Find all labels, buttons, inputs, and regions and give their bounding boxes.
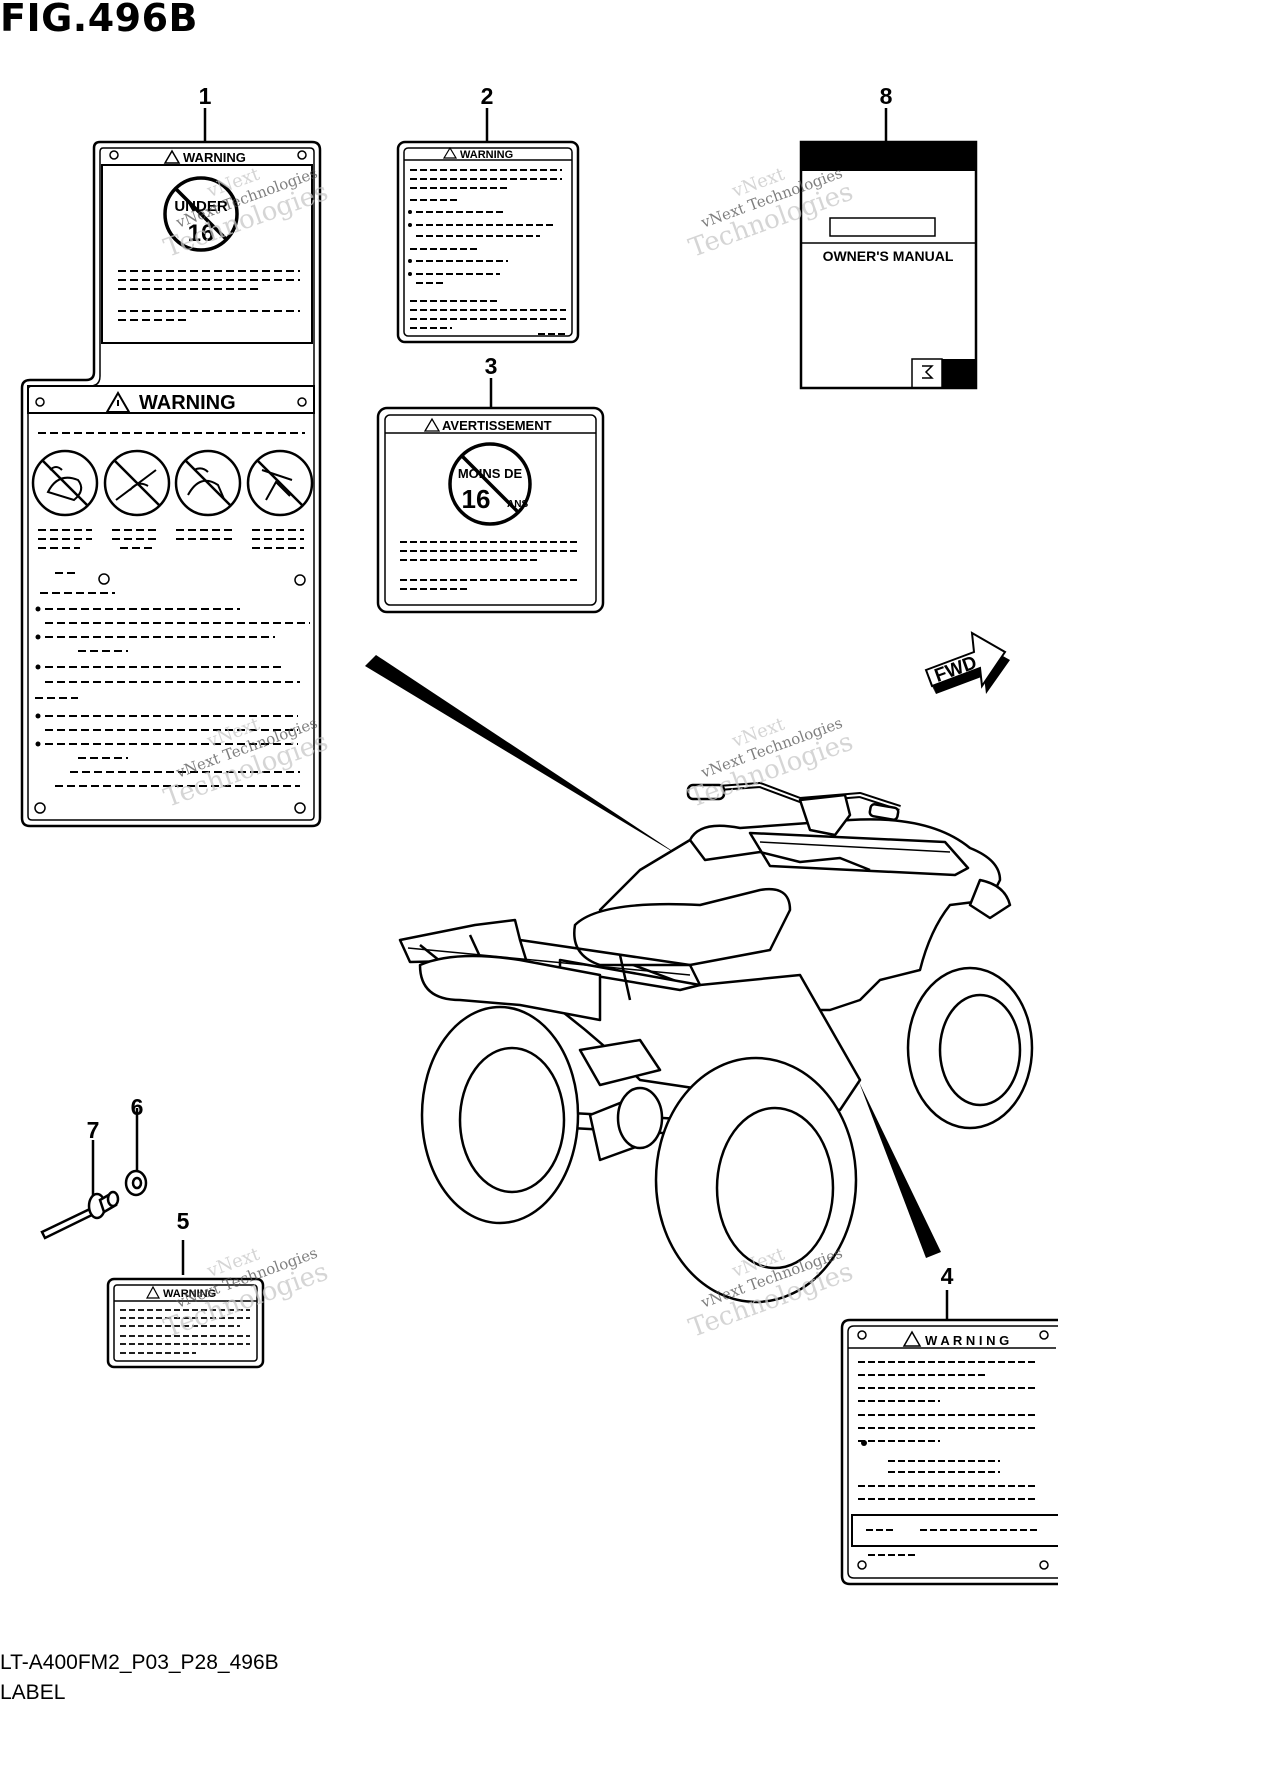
label-2-header: WARNING [460,149,513,161]
forward-arrow-icon: FWD [924,631,1010,694]
label-1-warning-decal: WARNING UNDER 16 WARNING [20,140,322,828]
callout-8: 8 [880,83,893,109]
label-4-placement-pointer [859,1082,941,1258]
part-6-washer [124,1169,148,1197]
figure-caption: LABEL [0,1681,66,1704]
callout-2: 2 [481,83,494,109]
callout-6: 6 [131,1094,144,1120]
atv-illustration [398,782,1034,1304]
label-5-warning-decal: WARNING [106,1277,265,1369]
label-1-badge-under: UNDER [174,198,228,215]
label-1-placement-pointer [365,655,683,858]
callout-4: 4 [941,1263,954,1289]
callout-7: 7 [87,1117,100,1143]
label-5-header: WARNING [163,1288,216,1300]
label-3-badge-moins: MOINS DE [458,466,523,481]
label-1-badge-16: 16 [188,220,215,247]
label-3-badge-16: 16 [462,484,491,514]
model-code: LT-A400FM2_P03_P28_496B [0,1651,279,1674]
part-7-rivet [40,1190,120,1240]
label-1-top-header: WARNING [183,150,246,165]
figure-title: FIG.496B [0,0,199,40]
label-2-warning-decal: WARNING [396,140,580,344]
callout-5: 5 [177,1208,190,1234]
label-8-title: OWNER'S MANUAL [823,248,954,264]
callout-1: 1 [199,83,212,109]
label-8-owners-manual: OWNER'S MANUAL [799,140,978,390]
label-3-header: AVERTISSEMENT [442,418,552,433]
label-4-header: W A R N I N G [925,1333,1009,1348]
label-3-avertissement-decal: AVERTISSEMENT MOINS DE 16 ANS [376,406,605,614]
label-3-badge-ans: ANS [507,499,528,510]
label-1-bottom-header: WARNING [139,392,236,414]
label-4-warning-decal: W A R N I N G [840,1318,1058,1586]
callout-3: 3 [485,353,498,379]
